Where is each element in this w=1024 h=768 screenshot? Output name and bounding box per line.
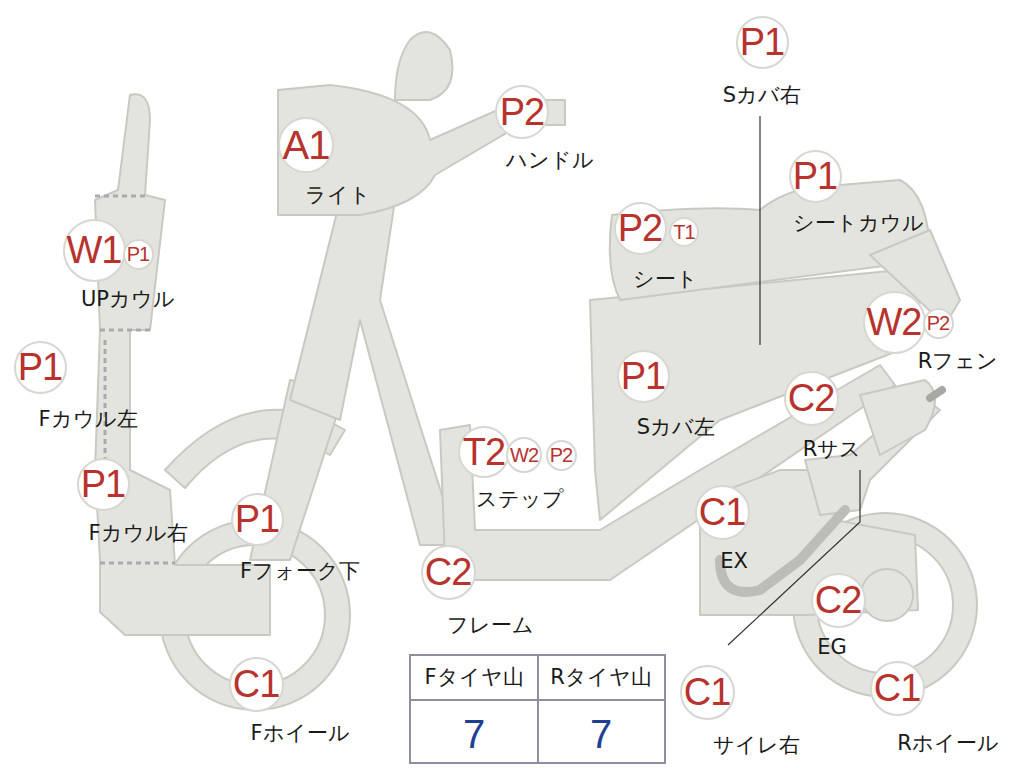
callout-code: P1 <box>740 23 784 61</box>
callout-circle: P2 <box>495 85 549 139</box>
callout-circle: C1 <box>229 657 284 712</box>
callout-code: C2 <box>815 581 862 619</box>
callout-code: W2 <box>867 303 922 341</box>
part-label: シートカウル <box>793 212 924 235</box>
part-label: Rタイヤ山 <box>550 666 652 689</box>
callout-circle: C1 <box>680 665 735 720</box>
part-label: ハンドル <box>506 149 594 172</box>
part-label: EX <box>720 550 748 573</box>
callout-code: C1 <box>699 493 746 531</box>
callout-circle: W1 <box>63 219 126 282</box>
callout-code: T1 <box>673 222 694 242</box>
part-label: Rホイール <box>897 732 999 755</box>
callout-code: C2 <box>788 379 835 417</box>
callout-circle: C2 <box>811 573 866 628</box>
callout-code: P2 <box>927 313 949 333</box>
part-label: Rフェン <box>918 350 999 373</box>
callout-code: A1 <box>283 125 330 165</box>
callout-circle: A1 <box>278 117 334 173</box>
callout-circle: P1 <box>123 239 154 270</box>
callout-circle: P2 <box>614 202 667 255</box>
table-value: 7 <box>463 712 485 756</box>
callout-circle: P1 <box>14 341 67 394</box>
part-label: シート <box>633 268 698 291</box>
callout-code: C1 <box>684 673 731 711</box>
callout-code: C1 <box>233 665 280 703</box>
part-label: Fカウル左 <box>38 408 137 431</box>
callout-circle: T2 <box>458 426 510 478</box>
callout-circle: C2 <box>421 545 476 600</box>
callout-code: T2 <box>463 433 505 471</box>
callout-circle: C2 <box>784 371 839 426</box>
callout-code: C2 <box>425 553 472 591</box>
callout-code: P1 <box>621 357 665 395</box>
table-value: 7 <box>590 712 612 756</box>
callout-circle: P2 <box>923 308 954 339</box>
callout-circle: P1 <box>736 16 789 69</box>
callout-code: P1 <box>18 348 62 386</box>
callout-circle: P2 <box>546 440 577 471</box>
tyre-table <box>410 655 665 763</box>
callout-circle: P1 <box>231 493 284 546</box>
callout-circle: W2 <box>863 291 926 354</box>
part-label: Sカバ右 <box>723 84 801 107</box>
part-label: Fホイール <box>250 722 349 745</box>
callout-code: P1 <box>235 500 279 538</box>
part-label: Fタイヤ山 <box>424 666 523 689</box>
callout-code: P2 <box>500 93 544 131</box>
part-label: フレーム <box>447 614 534 637</box>
part-label: ステップ <box>476 488 564 511</box>
callout-circle: P1 <box>77 458 130 511</box>
part-label: Fカウル右 <box>88 522 187 545</box>
callout-code: P1 <box>127 244 149 264</box>
callout-circle: W2 <box>506 437 542 473</box>
part-label: Sカバ左 <box>637 416 715 439</box>
part-label: Fフォーク下 <box>240 560 360 583</box>
part-label: UPカウル <box>81 288 175 311</box>
callout-code: P2 <box>618 209 662 247</box>
callout-code: W1 <box>67 231 122 269</box>
callout-code: W2 <box>510 445 538 465</box>
part-label: ライト <box>305 184 371 207</box>
callout-code: P2 <box>550 445 572 465</box>
callout-circle: C1 <box>870 661 925 716</box>
callout-circle: P1 <box>789 150 842 203</box>
part-label: EG <box>817 636 847 659</box>
callout-circle: T1 <box>669 217 699 247</box>
callout-circle: C1 <box>695 485 750 540</box>
callout-code: P1 <box>793 157 837 195</box>
callout-code: P1 <box>81 465 125 503</box>
callout-code: C1 <box>874 669 921 707</box>
callout-circle: P1 <box>617 350 670 403</box>
part-label: Rサス <box>803 438 862 461</box>
part-label: サイレ右 <box>713 734 800 757</box>
